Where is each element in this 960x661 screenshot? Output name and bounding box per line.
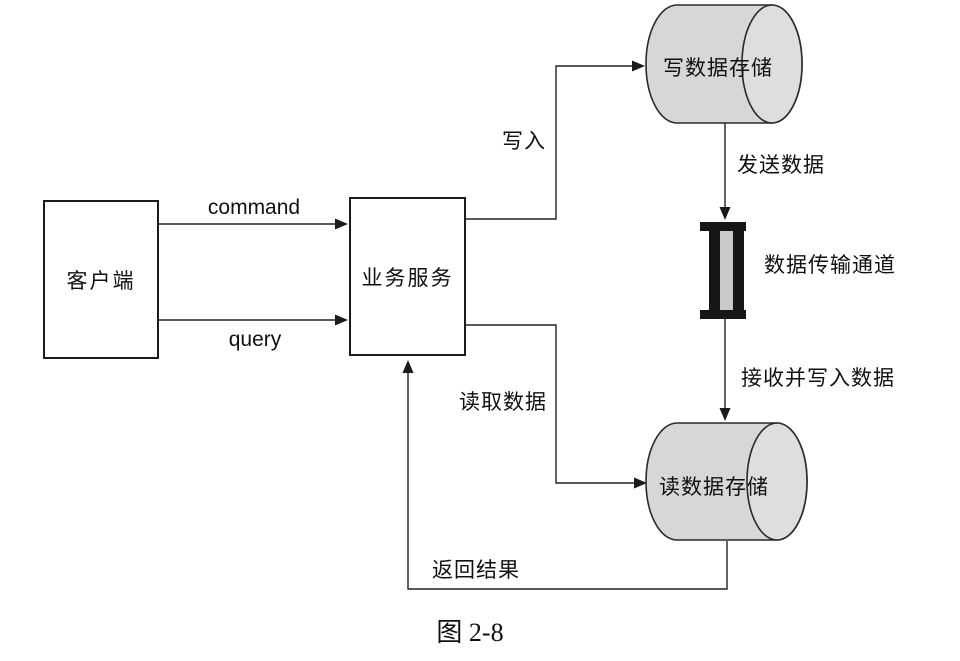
query-edge-label: query [228,328,282,351]
write-store-label: 写数据存储 [663,57,773,80]
write-path-line [466,65,633,220]
return-result-line [407,372,728,590]
write-edge-label: 写入 [502,130,546,153]
receive-write-edge-label: 接收并写入数据 [741,367,895,390]
read-data-edge-label: 读取数据 [459,391,547,414]
return-result-edge-label: 返回结果 [432,559,520,582]
channel-symbol [700,222,746,319]
read-path-line [466,324,635,484]
figure-caption: 图 2-8 [436,618,504,647]
query-arrowhead [335,314,348,326]
command-edge-label: command [207,196,301,219]
send-data-edge-label: 发送数据 [737,154,825,177]
read-store-cylinder [645,422,808,541]
read-arrowhead [634,477,647,489]
read-store-cap [746,422,808,541]
service-label: 业务服务 [361,266,454,290]
write-store-cap [741,4,803,124]
read-store-label: 读数据存储 [659,476,769,499]
return-result-arrowhead [402,360,414,373]
channel-left-bar [709,229,720,311]
client-label: 客户端 [66,269,136,293]
send-data-arrowhead [719,207,731,220]
channel-bottom-bar [700,310,746,319]
service-node: 业务服务 [349,197,466,356]
channel-top-bar [700,222,746,231]
channel-pipe-fill [720,231,733,310]
command-arrowhead [335,218,348,230]
receive-data-arrowhead [719,408,731,421]
channel-right-bar [733,229,744,311]
client-node: 客户端 [43,200,159,359]
write-arrowhead [632,60,645,72]
write-store-cylinder [645,4,803,124]
channel-label: 数据传输通道 [764,254,896,277]
